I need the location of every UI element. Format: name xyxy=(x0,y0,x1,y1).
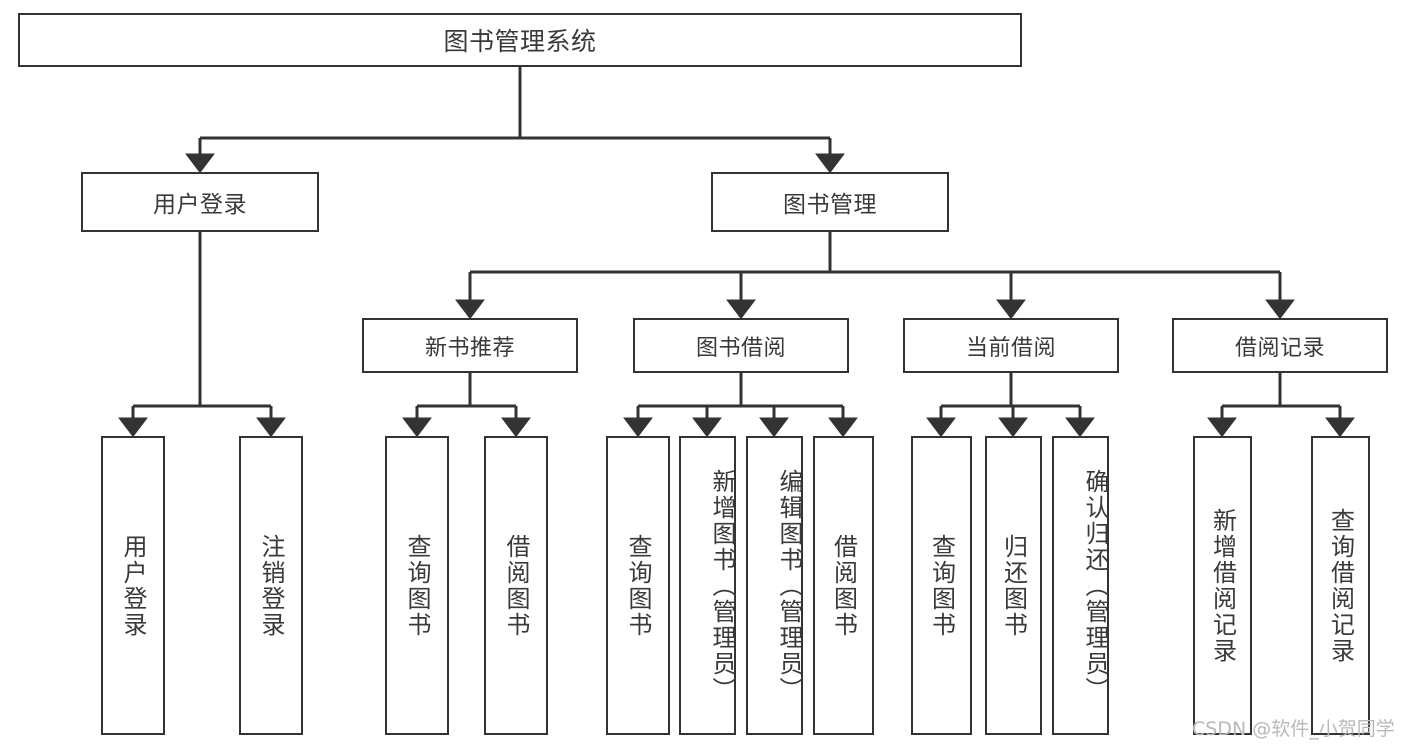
node-leaf-user-login-label: 用户登录 xyxy=(119,533,147,638)
node-leaf-query-book-1[interactable]: 查询图书 xyxy=(385,436,449,735)
node-leaf-borrow-book-1[interactable]: 借阅图书 xyxy=(484,436,548,735)
node-leaf-borrow-book-2[interactable]: 借阅图书 xyxy=(813,436,874,735)
node-leaf-return-book-label: 归还图书 xyxy=(999,533,1028,638)
node-book-management[interactable]: 图书管理 xyxy=(711,172,949,232)
node-leaf-user-logout[interactable]: 注销登录 xyxy=(239,436,303,735)
node-new-book-recommend-label: 新书推荐 xyxy=(424,335,515,361)
node-root[interactable]: 图书管理系统 xyxy=(18,13,1022,67)
node-root-label: 图书管理系统 xyxy=(443,27,597,56)
node-book-borrow-label: 图书借阅 xyxy=(695,335,786,361)
node-leaf-query-book-3[interactable]: 查询图书 xyxy=(911,436,972,735)
node-leaf-add-book-admin-label: 新增图书（管理员） xyxy=(708,468,736,703)
node-leaf-query-book-2-label: 查询图书 xyxy=(624,533,652,638)
node-leaf-edit-book-admin[interactable]: 编辑图书（管理员） xyxy=(746,436,803,735)
node-leaf-borrow-book-2-label: 借阅图书 xyxy=(829,533,858,638)
node-borrow-record[interactable]: 借阅记录 xyxy=(1172,318,1388,373)
node-new-book-recommend[interactable]: 新书推荐 xyxy=(362,318,578,373)
node-current-borrow[interactable]: 当前借阅 xyxy=(903,318,1119,373)
node-user-login-label: 用户登录 xyxy=(153,192,247,218)
node-user-login[interactable]: 用户登录 xyxy=(81,172,319,232)
node-leaf-borrow-book-1-label: 借阅图书 xyxy=(502,533,530,638)
node-leaf-query-borrow-record-label: 查询借阅记录 xyxy=(1326,507,1355,664)
csdn-watermark: CSDN @软件_小贺同学 xyxy=(1192,718,1395,740)
node-leaf-confirm-return-admin[interactable]: 确认归还（管理员） xyxy=(1052,436,1109,735)
node-leaf-query-book-1-label: 查询图书 xyxy=(403,533,431,638)
node-book-borrow[interactable]: 图书借阅 xyxy=(633,318,849,373)
node-current-borrow-label: 当前借阅 xyxy=(965,335,1056,361)
node-leaf-add-book-admin[interactable]: 新增图书（管理员） xyxy=(679,436,736,735)
node-leaf-query-borrow-record[interactable]: 查询借阅记录 xyxy=(1311,436,1370,735)
node-leaf-edit-book-admin-label: 编辑图书（管理员） xyxy=(775,468,803,703)
node-leaf-query-book-3-label: 查询图书 xyxy=(927,533,956,638)
node-leaf-return-book[interactable]: 归还图书 xyxy=(985,436,1042,735)
node-leaf-add-borrow-record-label: 新增借阅记录 xyxy=(1208,507,1237,664)
node-leaf-query-book-2[interactable]: 查询图书 xyxy=(606,436,670,735)
node-borrow-record-label: 借阅记录 xyxy=(1234,335,1325,361)
node-leaf-user-logout-label: 注销登录 xyxy=(257,533,285,638)
node-leaf-user-login[interactable]: 用户登录 xyxy=(101,436,165,735)
node-book-management-label: 图书管理 xyxy=(783,192,877,218)
node-leaf-add-borrow-record[interactable]: 新增借阅记录 xyxy=(1193,436,1252,735)
node-leaf-confirm-return-admin-label: 确认归还（管理员） xyxy=(1081,468,1109,703)
